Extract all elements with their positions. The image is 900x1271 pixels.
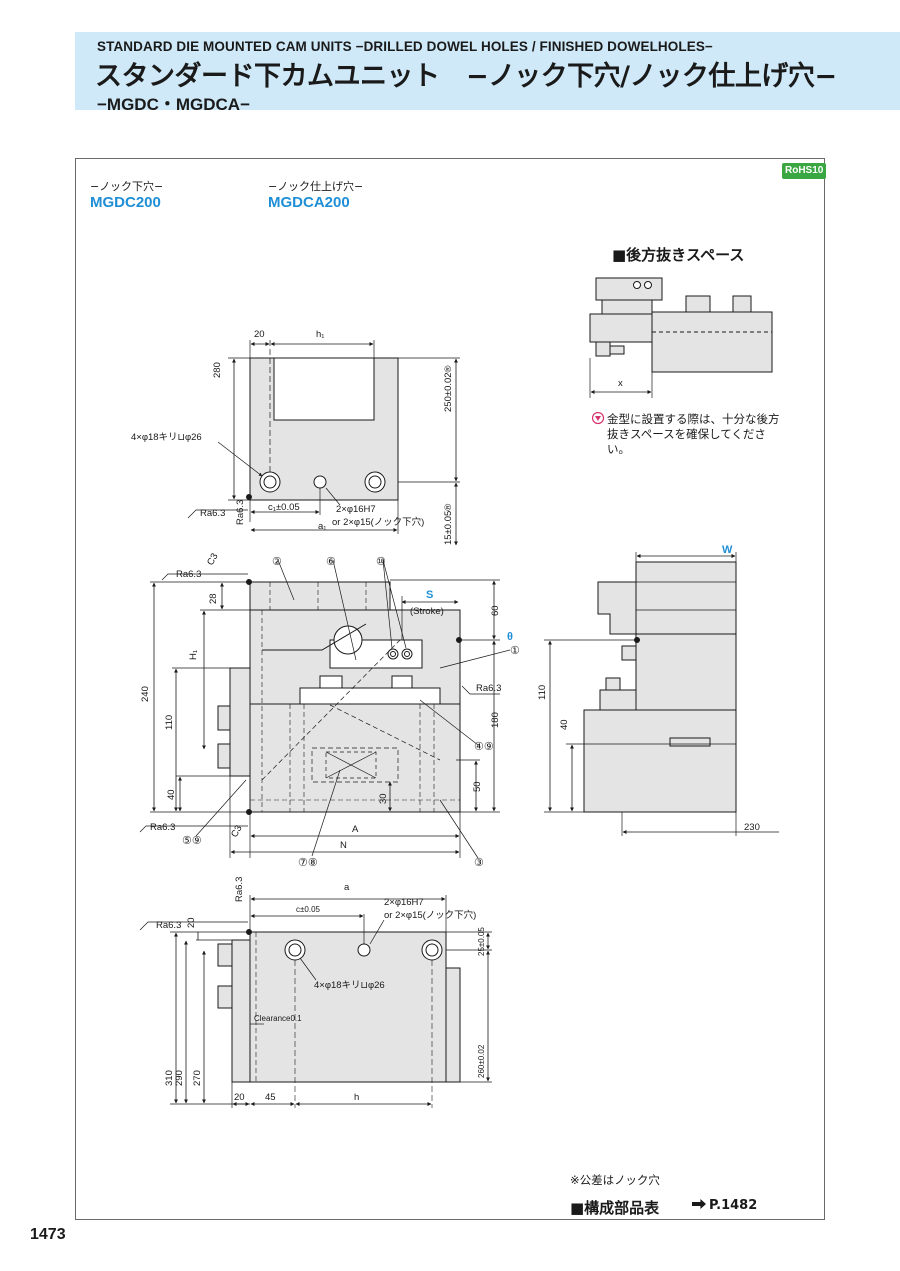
dim-25: 25±0.05 (477, 927, 486, 956)
dim-260: 260±0.02 (477, 1044, 486, 1078)
dim-H1: H₁ (188, 650, 199, 660)
angle-theta: θ (507, 631, 513, 643)
title-english: STANDARD DIE MOUNTED CAM UNITS −DRILLED … (97, 39, 713, 54)
callout-6: ⑥ (326, 556, 336, 568)
dim-15: 15±0.05® (443, 504, 454, 545)
top-ra: Ra6.3 (200, 508, 225, 519)
dim-290: 290 (174, 1070, 185, 1086)
bottom-ra: Ra6.3 (156, 920, 181, 931)
callout-4-9: ④⑨ (474, 741, 494, 753)
dim-h: h (354, 1092, 359, 1103)
dim-280: 280 (212, 362, 223, 378)
product-codes: −MGDC・MGDCA− (97, 95, 251, 114)
bottom-ra-vertical: Ra6.3 (234, 877, 245, 902)
variant-code-finished: MGDCA200 (268, 194, 350, 211)
title-banner: STANDARD DIE MOUNTED CAM UNITS −DRILLED … (75, 32, 900, 114)
dim-45: 45 (265, 1092, 276, 1103)
bottom-view (139, 895, 492, 1108)
page-reference[interactable]: P.1482 (692, 1198, 757, 1213)
dim-S: S (426, 589, 433, 601)
page-number: 1473 (30, 1226, 66, 1243)
dim-28: 28 (208, 593, 219, 604)
top-dowel-2: or 2×φ15(ノック下穴) (332, 516, 424, 528)
parts-table-heading: ■構成部品表 (570, 1199, 660, 1217)
clearance-label: Clearance0.1 (254, 1014, 302, 1023)
dim-40: 40 (166, 789, 177, 800)
dim-A: A (352, 824, 359, 835)
dim-x: x (618, 378, 623, 389)
variant-label-finished: −ノック仕上げ穴− (268, 180, 364, 193)
dim-c1: c₁±0.05 (268, 502, 300, 513)
front-ra-bottom: Ra6.3 (150, 822, 175, 833)
callout-3: ③ (474, 857, 484, 869)
dim-60: 60 (490, 605, 501, 616)
back-space-diagram (589, 277, 773, 398)
stroke-label: (Stroke) (410, 606, 444, 617)
bottom-dowel-1: 2×φ16H7 (384, 897, 424, 908)
bottom-dim-20b: 20 (234, 1092, 245, 1103)
dim-N: N (340, 840, 347, 851)
dim-h1: h₁ (316, 329, 325, 340)
drawing-frame (75, 158, 825, 1220)
callout-1: ① (510, 645, 520, 657)
bottom-dowel-2: or 2×φ15(ノック下穴) (384, 909, 476, 921)
front-ra-top: Ra6.3 (176, 569, 201, 580)
side-dim-40: 40 (559, 719, 570, 730)
dim-180: 180 (490, 712, 501, 728)
dim-a1: a₁ (318, 521, 327, 532)
dim-c: c±0.05 (296, 905, 321, 914)
dim-W: W (722, 544, 733, 556)
bottom-holes-callout: 4×φ18キリ⊔φ26 (314, 980, 385, 991)
dim-310: 310 (164, 1070, 175, 1086)
dim-110: 110 (164, 715, 175, 730)
side-dim-110: 110 (537, 685, 548, 700)
dim-top-20: 20 (254, 329, 265, 340)
back-space-heading: ■後方抜きスペース (612, 246, 745, 264)
callout-2: ② (272, 556, 282, 568)
bottom-dim-20: 20 (186, 917, 197, 928)
callout-10: ⑩ (376, 556, 386, 568)
side-view (544, 552, 779, 836)
rohs-badge: RoHS10 (782, 163, 827, 179)
title-japanese: スタンダード下カムユニット −ノック下穴/ノック仕上げ穴− (95, 61, 837, 92)
top-ra-vertical: Ra6.3 (235, 500, 246, 525)
reference-arrow-icon (692, 1199, 706, 1209)
top-holes-callout: 4×φ18キリ⊔φ26 (131, 432, 202, 443)
variant-label-drilled: −ノック下穴− (90, 180, 164, 193)
callout-7-8: ⑦⑧ (298, 857, 318, 869)
dim-a: a (344, 882, 350, 893)
front-ra-right: Ra6.3 (476, 683, 501, 694)
top-view (187, 340, 460, 546)
side-dim-230: 230 (744, 822, 760, 833)
callout-5-9: ⑤⑨ (182, 835, 202, 847)
dim-50: 50 (472, 781, 483, 792)
top-dowel-1: 2×φ16H7 (336, 504, 376, 515)
dim-240: 240 (140, 686, 151, 702)
page-ref-text: P.1482 (709, 1198, 758, 1213)
front-view (139, 559, 511, 859)
dim-270: 270 (192, 1070, 203, 1086)
back-space-note: 金型に設置する際は、十分な後方抜きスペースを確保してください。 (607, 412, 780, 456)
front-c3-top: C3 (205, 551, 221, 567)
tolerance-note: ※公差はノック穴 (570, 1173, 660, 1187)
dim-250: 250±0.02® (443, 365, 454, 412)
front-c3-bottom: C3 (229, 823, 245, 839)
dim-30: 30 (378, 793, 389, 804)
variant-code-drilled: MGDC200 (90, 194, 161, 211)
